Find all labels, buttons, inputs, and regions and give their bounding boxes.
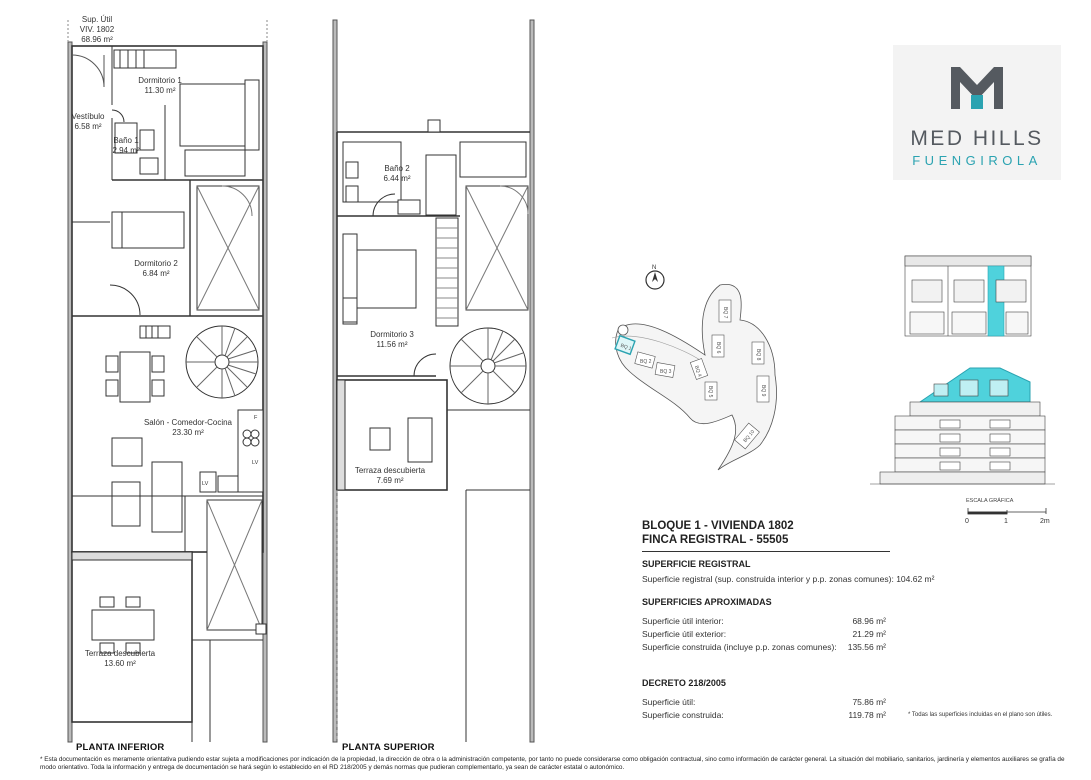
block-label: BQ 7 (722, 307, 728, 319)
room-name: Dormitorio 1 (138, 76, 182, 85)
registral-label: Superficie registral (sup. construida in… (642, 574, 894, 584)
room-label-dormitorio-3: Dormitorio 3 11.56 m² (362, 330, 422, 350)
site-map (611, 270, 777, 471)
block-label: BQ 2 (640, 359, 652, 365)
appliance-code: LV (202, 481, 209, 487)
room-name: Sup. Útil VIV. 1802 (79, 15, 115, 34)
block-label: BQ 10 (742, 429, 756, 444)
scale-tick: 1 (1004, 518, 1008, 525)
aproximadas-label: Superficie construida (incluye p.p. zona… (642, 642, 837, 652)
scale-tick: 0 (965, 518, 969, 525)
room-name: Dormitorio 3 (370, 330, 414, 339)
decreto-label: Superficie construida: (642, 710, 724, 720)
registral-heading: SUPERFICIE REGISTRAL (642, 559, 751, 569)
room-name: Baño 1 (113, 136, 139, 145)
logo-mark-icon (951, 67, 1003, 109)
divider (642, 551, 890, 552)
block-label: BQ 6 (715, 342, 721, 354)
block-label: BQ 4 (693, 365, 703, 378)
building-elevation (870, 255, 1055, 485)
appliance-code: LV (252, 460, 259, 466)
brand-subtitle: FUENGIROLA (912, 153, 1042, 168)
room-label-dormitorio-1: Dormitorio 1 11.30 m² (130, 76, 190, 96)
decreto-label: Superficie útil: (642, 697, 696, 707)
aproximadas-value: 68.96 m² (852, 616, 886, 626)
aproximadas-value: 21.29 m² (852, 629, 886, 639)
room-name: Salón - Comedor-Cocina (143, 418, 233, 427)
block-label: BQ 8 (755, 349, 761, 361)
block-label: BQ 1 (620, 343, 633, 353)
room-label-dormitorio-2: Dormitorio 2 6.84 m² (126, 259, 186, 279)
floor-title-superior: PLANTA SUPERIOR (342, 742, 435, 753)
compass-north-label: N (652, 265, 656, 271)
aproximadas-label: Superficie útil interior: (642, 616, 724, 626)
disclaimer-footer: * Esta documentación es meramente orient… (40, 756, 1065, 772)
scale-tick: 2m (1040, 518, 1050, 525)
room-label-bano-2: Baño 2 6.44 m² (372, 164, 422, 184)
room-name: Terraza descubierta (84, 649, 156, 658)
brand-logo: MED HILLS FUENGIROLA (893, 45, 1061, 180)
room-label-terraza-superior: Terraza descubierta 7.69 m² (350, 466, 430, 486)
block-label: BQ 9 (760, 385, 766, 397)
appliance-code: F (254, 415, 258, 421)
room-area: 6.58 m² (74, 122, 102, 131)
room-area: 7.69 m² (376, 476, 404, 485)
room-area: 11.56 m² (376, 340, 408, 349)
scale-title: ESCALA GRÁFICA (966, 498, 1014, 504)
room-area: 23.30 m² (172, 428, 204, 437)
room-area: 13.60 m² (104, 659, 136, 668)
compass-icon (645, 270, 665, 290)
floor-title-inferior: PLANTA INFERIOR (76, 742, 165, 753)
block-label: BQ 5 (707, 386, 713, 398)
block-label: BQ 3 (660, 369, 672, 375)
scale-bar (967, 508, 1047, 515)
room-name: Dormitorio 2 (134, 259, 178, 268)
finca-title: FINCA REGISTRAL - 55505 (642, 534, 789, 546)
room-label-vestibulo: Vestíbulo 6.58 m² (66, 112, 110, 132)
decreto-value: 119.78 m² (848, 710, 886, 720)
room-area: 68.96 m² (81, 35, 113, 44)
room-area: 6.44 m² (383, 174, 411, 183)
registral-value: 104.62 m² (896, 574, 935, 584)
surface-note: * Todas las superficies incluidas en el … (908, 712, 1053, 718)
room-area: 2.94 m² (112, 146, 140, 155)
room-name: Vestíbulo (71, 112, 105, 121)
aproximadas-label: Superficie útil exterior: (642, 629, 727, 639)
decreto-heading: DECRETO 218/2005 (642, 678, 726, 688)
room-label-bano-1: Baño 1 2.94 m² (108, 136, 144, 156)
decreto-value: 75.86 m² (852, 697, 886, 707)
aproximadas-heading: SUPERFICIES APROXIMADAS (642, 597, 772, 607)
room-area: 6.84 m² (142, 269, 170, 278)
room-area: 11.30 m² (144, 86, 176, 95)
room-label-sup-util: Sup. Útil VIV. 1802 68.96 m² (72, 15, 122, 45)
brand-name: MED HILLS (910, 127, 1044, 150)
room-label-terraza-inferior: Terraza descubierta 13.60 m² (82, 649, 158, 669)
room-name: Baño 2 (384, 164, 410, 173)
unit-title: BLOQUE 1 - VIVIENDA 1802 (642, 520, 794, 532)
room-label-salon: Salón - Comedor-Cocina 23.30 m² (140, 418, 236, 438)
aproximadas-value: 135.56 m² (847, 642, 886, 652)
registral-row: Superficie registral (sup. construida in… (642, 574, 934, 585)
room-name: Terraza descubierta (354, 466, 426, 475)
